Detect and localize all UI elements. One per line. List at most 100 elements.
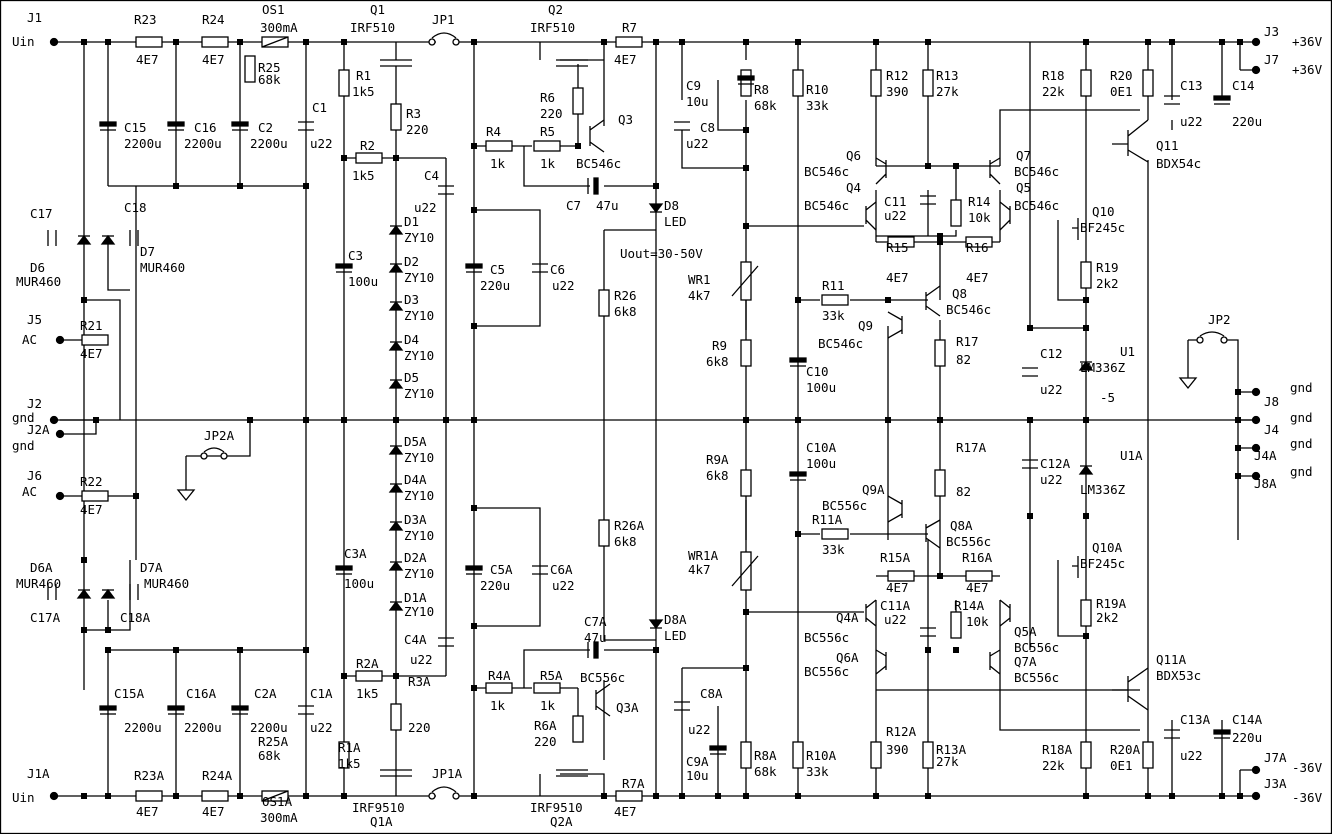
label-192: LED <box>664 628 687 643</box>
label-119: 82 <box>956 352 971 367</box>
label-121: 6k8 <box>706 354 729 369</box>
label-202: u22 <box>688 722 711 737</box>
label-220: 4E7 <box>886 580 909 595</box>
label-41: D5 <box>404 370 419 385</box>
label-137: J8A <box>1254 476 1277 491</box>
label-270: 2200u <box>184 720 222 735</box>
label-59: C6 <box>550 262 565 277</box>
label-63: 6k8 <box>614 304 637 319</box>
label-138: gnd <box>12 410 35 425</box>
label-52: BC546c <box>576 156 621 171</box>
label-105: 4E7 <box>886 270 909 285</box>
label-249: R18A <box>1042 742 1073 757</box>
label-255: C14A <box>1232 712 1263 727</box>
label-264: 4E7 <box>136 804 159 819</box>
label-199: R6A <box>534 718 557 733</box>
label-169: D2A <box>404 550 427 565</box>
components <box>47 32 1261 802</box>
label-221: R16A <box>962 550 993 565</box>
label-46: 220 <box>540 106 563 121</box>
label-113: 33k <box>822 308 845 323</box>
label-183: C5A <box>490 562 513 577</box>
label-131: J8 <box>1264 394 1279 409</box>
label-128: -5 <box>1100 390 1115 405</box>
label-86: J7 <box>1264 52 1279 67</box>
label-5: 4E7 <box>202 52 225 67</box>
label-161: C17A <box>30 610 61 625</box>
label-263: R23A <box>134 768 165 783</box>
label-45: R6 <box>540 90 555 105</box>
label-87: +36V <box>1292 62 1323 77</box>
label-91: BC546c <box>804 164 849 179</box>
label-99: BC546c <box>1014 164 1059 179</box>
label-147: AC <box>22 484 37 499</box>
label-2: R23 <box>134 12 157 27</box>
label-148: J6 <box>27 468 42 483</box>
label-273: C1A <box>310 686 333 701</box>
label-164: ZY10 <box>404 450 434 465</box>
label-190: 47u <box>584 630 607 645</box>
label-244: BDX53c <box>1156 668 1201 683</box>
label-142: JP2A <box>204 428 235 443</box>
label-154: MUR460 <box>16 274 61 289</box>
label-250: 22k <box>1042 758 1065 773</box>
label-125: u22 <box>1040 382 1063 397</box>
label-160: MUR460 <box>144 576 189 591</box>
label-106: R16 <box>966 240 989 255</box>
label-216: 82 <box>956 484 971 499</box>
label-281: JP1A <box>432 766 463 781</box>
label-11: 2200u <box>124 136 162 151</box>
label-254: u22 <box>1180 748 1203 763</box>
label-195: R5A <box>540 668 563 683</box>
label-98: Q7 <box>1016 148 1031 163</box>
label-108: R19 <box>1096 260 1119 275</box>
label-280: Q1A <box>370 814 393 829</box>
label-214: BC556c <box>822 498 867 513</box>
label-287: 68k <box>754 764 777 779</box>
label-23: R7 <box>622 20 637 35</box>
label-229: Q6A <box>836 650 859 665</box>
label-156: MUR460 <box>140 260 185 275</box>
label-193: R4A <box>488 668 511 683</box>
label-157: D6A <box>30 560 53 575</box>
label-100: Q5 <box>1016 180 1031 195</box>
label-8: R25 <box>258 60 281 75</box>
label-88: Q11 <box>1156 138 1179 153</box>
label-20: JP1 <box>432 12 455 27</box>
label-207: C10A <box>806 440 837 455</box>
label-282: IRF9510 <box>530 800 583 815</box>
label-233: Q7A <box>1014 654 1037 669</box>
label-38: ZY10 <box>404 308 434 323</box>
label-228: BC556c <box>804 630 849 645</box>
label-269: C16A <box>186 686 217 701</box>
label-10: C15 <box>124 120 147 135</box>
label-259: J3A <box>1264 776 1287 791</box>
label-104: R15 <box>886 240 909 255</box>
label-56: LED <box>664 214 687 229</box>
label-284: R7A <box>622 776 645 791</box>
label-204: 10u <box>686 768 709 783</box>
label-37: D3 <box>404 292 419 307</box>
label-275: R25A <box>258 734 289 749</box>
label-94: C11 <box>884 194 907 209</box>
label-241: R19A <box>1096 596 1127 611</box>
label-171: D1A <box>404 590 427 605</box>
label-58: 220u <box>480 278 510 293</box>
label-225: R14A <box>954 598 985 613</box>
label-29: R2 <box>360 138 375 153</box>
label-24: 4E7 <box>614 52 637 67</box>
label-211: R11A <box>812 512 843 527</box>
label-123: 100u <box>806 380 836 395</box>
label-185: C6A <box>550 562 573 577</box>
label-110: WR1 <box>688 272 711 287</box>
label-208: 100u <box>806 456 836 471</box>
label-184: 220u <box>480 578 510 593</box>
label-33: D1 <box>404 214 419 229</box>
label-286: R8A <box>754 748 777 763</box>
label-257: J7A <box>1264 750 1287 765</box>
label-231: Q5A <box>1014 624 1037 639</box>
label-50: 1k <box>540 156 556 171</box>
label-153: D6 <box>30 260 45 275</box>
label-236: u22 <box>1040 472 1063 487</box>
